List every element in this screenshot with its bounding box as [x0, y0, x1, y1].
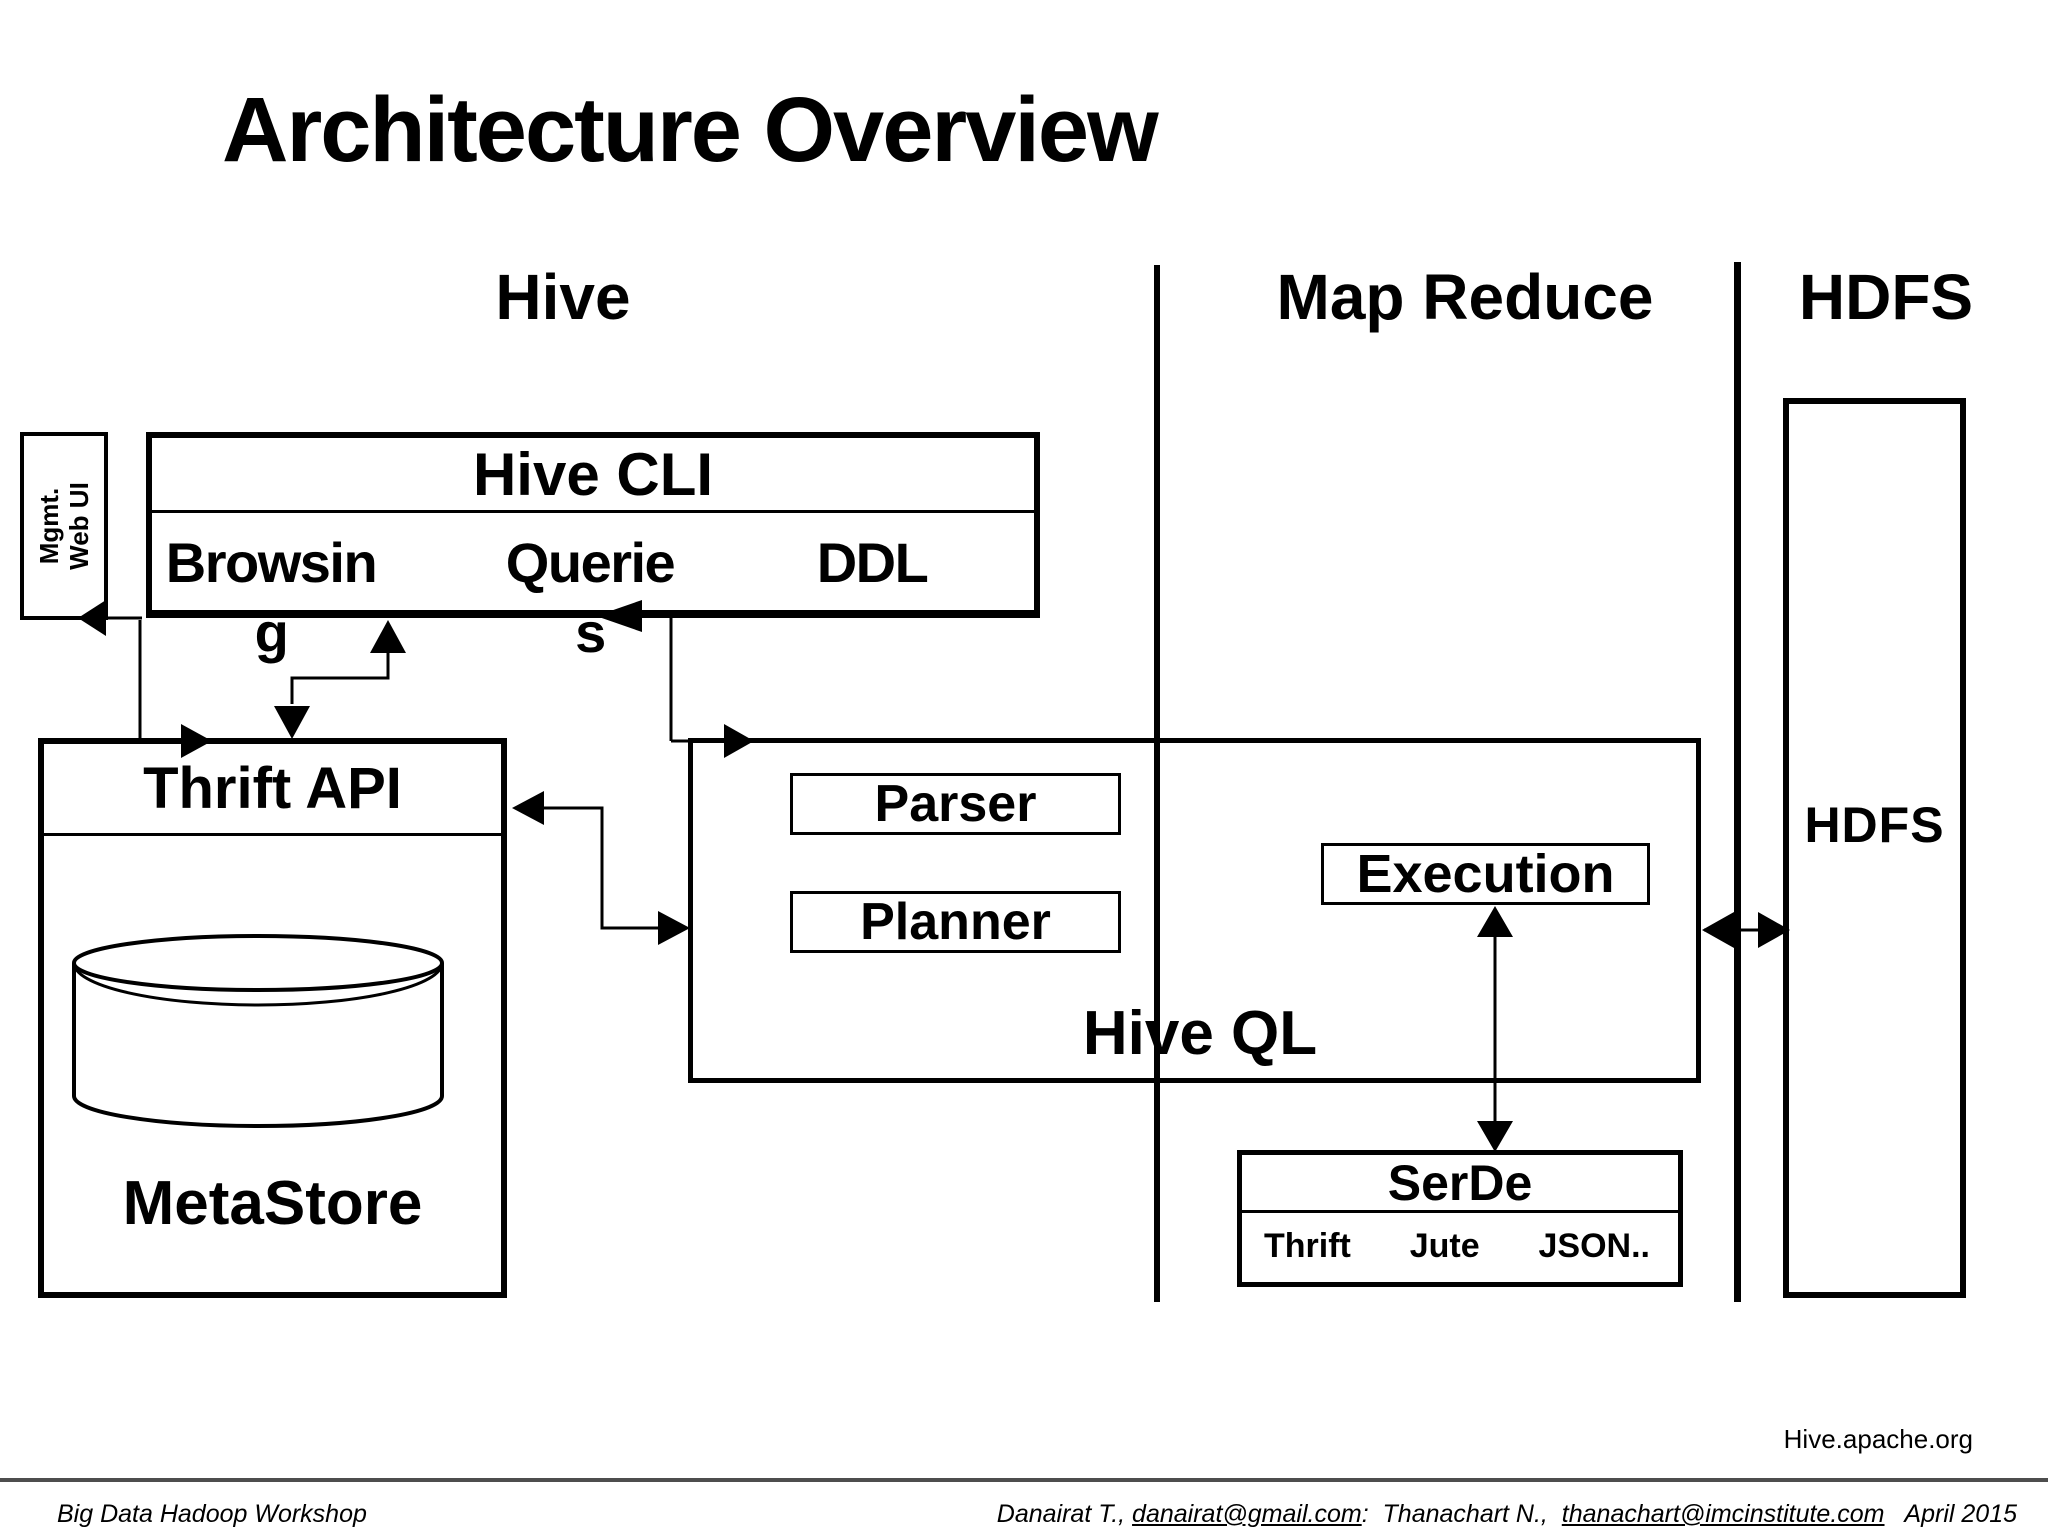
- hive-cli-box: Hive CLI: [146, 432, 1040, 618]
- arrowhead-down-icon: [1477, 1121, 1513, 1152]
- hdfs-box-label: HDFS: [1804, 797, 1945, 853]
- metastore-label: MetaStore: [122, 1169, 423, 1238]
- mgmt-line: Mgmt.: [34, 487, 64, 565]
- mgmt-web-ui-box: Mgmt. Web UI: [20, 432, 108, 620]
- credit-date: April 2015: [1884, 1500, 2017, 1528]
- cli-item-browsing: Browsin g: [165, 531, 378, 664]
- arrowhead-left-icon: [1702, 912, 1734, 948]
- thrift-api-label: Thrift API: [44, 744, 501, 836]
- serde-title: SerDe: [1242, 1155, 1678, 1213]
- connector-thrift-hiveql: [512, 791, 690, 945]
- hdfs-box: [1783, 398, 1966, 1298]
- footer-credits: Danairat T., danairat@gmail.com: Thanach…: [997, 1500, 2017, 1529]
- mgmt-web-ui-label: Mgmt. Web UI: [34, 436, 94, 616]
- web-ui-line: Web UI: [64, 482, 94, 570]
- planner-box: Planner: [790, 891, 1121, 953]
- section-heading-map-reduce: Map Reduce: [1276, 261, 1654, 333]
- cli-item-ddl: DDL: [816, 531, 929, 594]
- arrowhead-down-icon: [274, 706, 310, 739]
- hive-ql-box: [688, 738, 1701, 1083]
- section-divider-mapreduce-hdfs: [1734, 262, 1741, 1302]
- footer-divider: [0, 1478, 2048, 1482]
- execution-box: Execution: [1321, 843, 1650, 905]
- serde-box: SerDe Thrift Jute JSON..: [1237, 1150, 1683, 1287]
- serde-item-thrift: Thrift: [1264, 1226, 1351, 1265]
- serde-item-jute: Jute: [1409, 1226, 1480, 1265]
- credit-email-2: thanachart@imcinstitute.com: [1561, 1500, 1885, 1528]
- arrowhead-right-icon: [658, 911, 690, 945]
- hive-cli-title: Hive CLI: [152, 438, 1034, 513]
- credit-email-1: danairat@gmail.com: [1132, 1500, 1362, 1528]
- section-heading-hdfs: HDFS: [1798, 261, 1974, 333]
- credit-text: : Thanachart N.,: [1361, 1500, 1562, 1528]
- footer-workshop-title: Big Data Hadoop Workshop: [57, 1500, 367, 1528]
- parser-box: Parser: [790, 773, 1121, 835]
- section-divider-hive-mapreduce: [1154, 265, 1160, 1302]
- arrowhead-left-icon: [512, 791, 544, 825]
- section-heading-hive: Hive: [495, 261, 631, 333]
- hive-ql-label: Hive QL: [1082, 999, 1318, 1068]
- cli-item-queries: Querie s: [505, 531, 676, 664]
- serde-formats-row: Thrift Jute JSON..: [1242, 1213, 1678, 1279]
- serde-item-json: JSON..: [1538, 1226, 1650, 1265]
- connector-hiveql-hdfs: [1702, 912, 1790, 948]
- source-link: Hive.apache.org: [1783, 1424, 1973, 1454]
- page-title: Architecture Overview: [222, 79, 1159, 181]
- credit-text: Danairat T.,: [996, 1500, 1133, 1528]
- metastore-box: Thrift API: [38, 738, 507, 1298]
